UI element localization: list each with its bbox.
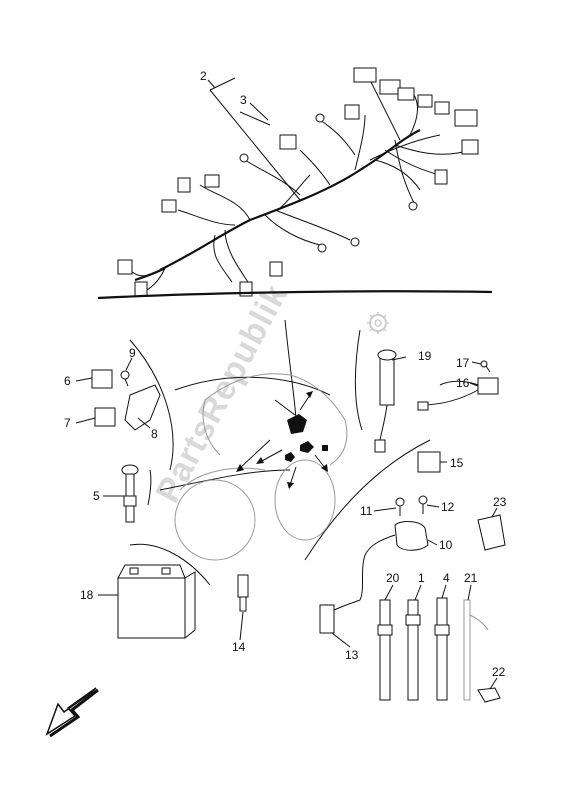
gear-icon bbox=[367, 312, 389, 334]
callout-4: 4 bbox=[443, 571, 450, 585]
callout-14: 14 bbox=[232, 640, 246, 654]
leader-lines bbox=[75, 79, 498, 690]
part-5-fuse-holder bbox=[121, 464, 139, 523]
part-19-sensor bbox=[374, 349, 397, 453]
part-7-relay bbox=[94, 407, 116, 427]
wire-harness bbox=[117, 67, 479, 297]
callout-19: 19 bbox=[418, 349, 432, 363]
callout-1: 1 bbox=[418, 571, 425, 585]
callout-11: 11 bbox=[360, 504, 373, 518]
callout-16: 16 bbox=[456, 376, 470, 390]
part-9-bolt bbox=[120, 370, 130, 387]
callout-7: 7 bbox=[64, 416, 71, 430]
part-1-cable-tie bbox=[405, 599, 421, 701]
callout-labels: 2 3 9 6 7 8 19 17 16 15 5 11 12 23 10 18… bbox=[64, 69, 507, 679]
section-arc-left bbox=[129, 339, 174, 471]
callout-22: 22 bbox=[492, 665, 506, 679]
callout-2: 2 bbox=[200, 69, 207, 83]
callout-23: 23 bbox=[493, 495, 507, 509]
part-15-relay bbox=[417, 451, 441, 473]
motorcycle-outline bbox=[174, 373, 348, 561]
callout-17: 17 bbox=[456, 356, 470, 370]
part-12-bolt bbox=[418, 495, 428, 514]
callout-6: 6 bbox=[64, 374, 71, 388]
part-20-cable-tie bbox=[377, 599, 393, 701]
part-13-plug-cap bbox=[319, 599, 361, 634]
front-direction-arrow bbox=[45, 687, 99, 738]
callout-18: 18 bbox=[80, 588, 94, 602]
part-21-clamp bbox=[463, 599, 489, 701]
part-4-cable-tie bbox=[434, 597, 450, 701]
part-10-ignition-coil bbox=[359, 521, 429, 601]
callout-21: 21 bbox=[464, 571, 478, 585]
section-divider bbox=[97, 290, 493, 300]
part-18-battery bbox=[117, 564, 196, 639]
callout-3: 3 bbox=[240, 93, 247, 107]
section-arc-right bbox=[354, 329, 363, 431]
central-pointer-group bbox=[236, 391, 328, 489]
part-23-module bbox=[477, 514, 506, 551]
callout-10: 10 bbox=[439, 538, 453, 552]
part-17-screw bbox=[480, 360, 491, 373]
callout-20: 20 bbox=[386, 571, 400, 585]
callout-13: 13 bbox=[345, 648, 359, 662]
callout-5: 5 bbox=[93, 489, 100, 503]
part-16-regulator bbox=[417, 377, 499, 411]
callout-12: 12 bbox=[441, 500, 455, 514]
watermark-text: PartsRepublik bbox=[149, 278, 296, 509]
callout-9: 9 bbox=[129, 346, 136, 360]
part-6-relay bbox=[91, 369, 113, 389]
part-22-connector bbox=[477, 687, 501, 703]
callout-15: 15 bbox=[450, 456, 464, 470]
watermark: PartsRepublik bbox=[149, 278, 296, 509]
part-11-bolt bbox=[395, 497, 405, 516]
part-14-sensor bbox=[237, 574, 249, 612]
callout-8: 8 bbox=[151, 427, 158, 441]
part-8-bracket bbox=[124, 384, 161, 431]
